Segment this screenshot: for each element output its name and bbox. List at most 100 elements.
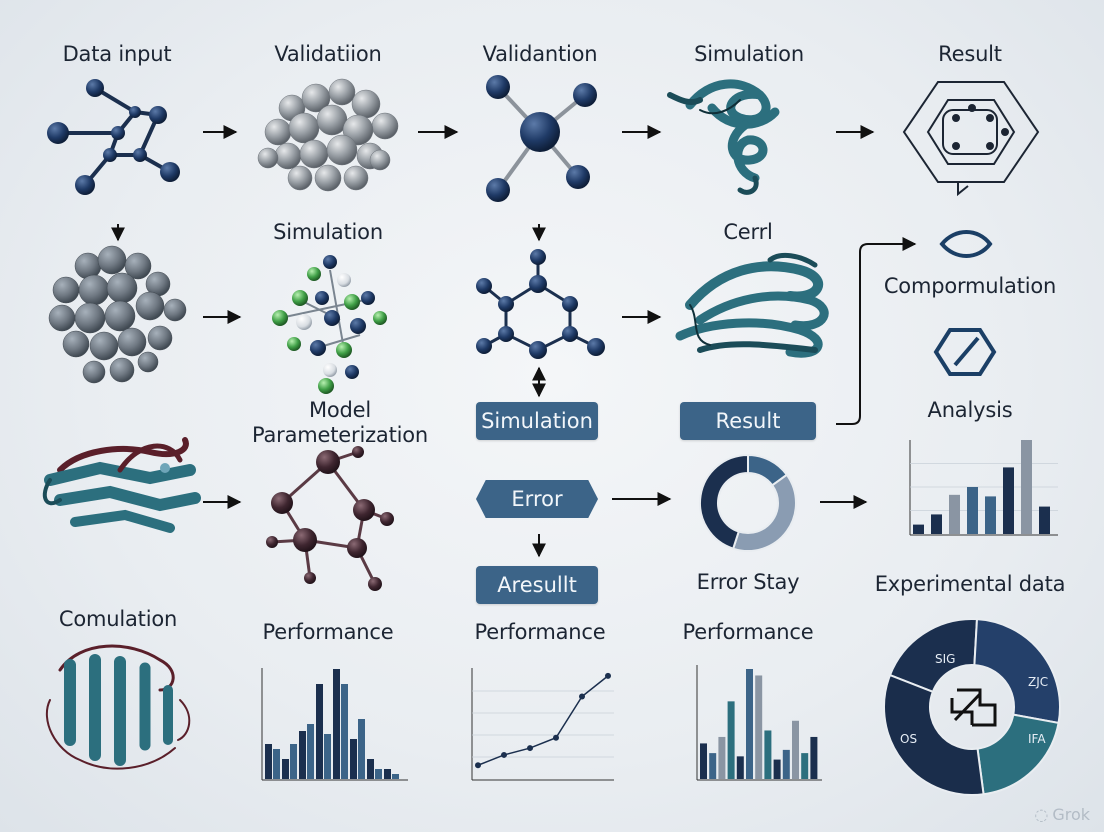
chart-analysis (909, 440, 1058, 536)
bar (282, 759, 289, 779)
point (605, 672, 611, 679)
bar (316, 684, 323, 779)
slice (699, 453, 749, 550)
bar (1039, 506, 1050, 534)
label-model: Model (308, 398, 372, 422)
bar (290, 744, 297, 779)
bar (367, 759, 374, 779)
bar (755, 675, 763, 779)
gray-cluster-1 (257, 78, 399, 192)
label-performance-3: Performance (682, 620, 814, 644)
label-comulation: Comulation (58, 607, 178, 631)
protein-sheet-1 (42, 437, 201, 533)
label-compormulation: Compormulation (883, 274, 1057, 298)
grok-logo-icon: ◌ (1034, 805, 1049, 824)
watermark: ◌ Grok (1034, 805, 1090, 824)
label-performance-1: Performance (262, 620, 394, 644)
molecule-model (266, 446, 394, 591)
bar (384, 769, 391, 779)
bar (931, 514, 942, 534)
bar (985, 496, 996, 534)
bar (792, 720, 799, 779)
series-line (477, 675, 609, 766)
chart-perf-2 (471, 668, 614, 781)
molecule-ring (476, 249, 605, 359)
donut-label-os: OS (900, 732, 917, 746)
donut-label-ifa: IFA (1028, 732, 1046, 746)
label-error-stay: Error Stay (696, 570, 800, 594)
slice (888, 618, 979, 694)
label-validation-1: Validatiion (274, 42, 382, 66)
sync-icon (933, 328, 997, 376)
bar (709, 753, 717, 779)
bar (350, 739, 357, 779)
bar (718, 736, 726, 779)
puzzle-icon (950, 688, 997, 727)
donut-error (699, 453, 797, 552)
bar (324, 734, 331, 779)
bar (727, 701, 735, 779)
bar (773, 759, 781, 779)
watermark-text: Grok (1052, 805, 1090, 824)
slice (973, 618, 1061, 725)
point (501, 751, 507, 758)
label-performance-2: Performance (474, 620, 606, 644)
arrow-elbow (836, 237, 917, 425)
bar (299, 731, 306, 779)
point (475, 762, 481, 769)
label-experimental-data: Experimental data (874, 572, 1066, 596)
label-parameterization: Parameterization (251, 423, 429, 447)
label-data-input: Data input (62, 42, 172, 66)
label-simulation-2: Simulation (273, 220, 383, 244)
label-analysis: Analysis (927, 398, 1013, 422)
bar (782, 749, 790, 779)
bar (801, 753, 809, 779)
protein-helix-1 (667, 79, 780, 195)
label-simulation-1: Simulation (694, 42, 804, 66)
aresult-pill: Aresullt (476, 566, 598, 604)
chart-perf-1 (261, 668, 408, 781)
protein-sheet-2 (45, 644, 191, 770)
bar (764, 730, 772, 779)
bar (273, 749, 280, 779)
hexagon-icon (902, 81, 1040, 197)
label-cerrl: Cerrl (723, 220, 773, 244)
result-pill: Result (680, 402, 816, 440)
bar (392, 774, 399, 779)
point (553, 734, 559, 741)
bar (700, 743, 707, 779)
slice (976, 713, 1060, 796)
bar (341, 684, 348, 779)
point (579, 693, 585, 700)
slice (883, 673, 985, 796)
label-validation-2: Validantion (482, 42, 598, 66)
error-pill: Error (476, 480, 598, 518)
bar (265, 744, 272, 779)
bar (913, 524, 924, 534)
label-model-parameterization: Model Parameterization (252, 398, 428, 448)
bar (967, 487, 978, 534)
bar (333, 669, 340, 779)
molecule-data-input (47, 79, 180, 195)
flow-arrows (111, 125, 917, 558)
bar (358, 719, 365, 779)
point (527, 745, 533, 752)
label-result-1: Result (938, 42, 1002, 66)
bar (307, 724, 314, 779)
donut-label-sig: SIG (935, 652, 955, 666)
chart-perf-3 (696, 665, 822, 781)
bar (375, 769, 382, 779)
bar (810, 736, 818, 779)
bar (746, 669, 753, 779)
protein-helix-2 (675, 252, 829, 358)
eye-icon (939, 230, 993, 258)
donut-experimental (883, 618, 1061, 796)
bar (1021, 440, 1032, 534)
bar (736, 756, 744, 779)
gray-cluster-2 (48, 245, 187, 384)
bar (1003, 467, 1014, 534)
simulation-pill: Simulation (476, 402, 598, 440)
slice (731, 473, 797, 552)
molecule-validation (486, 75, 597, 202)
